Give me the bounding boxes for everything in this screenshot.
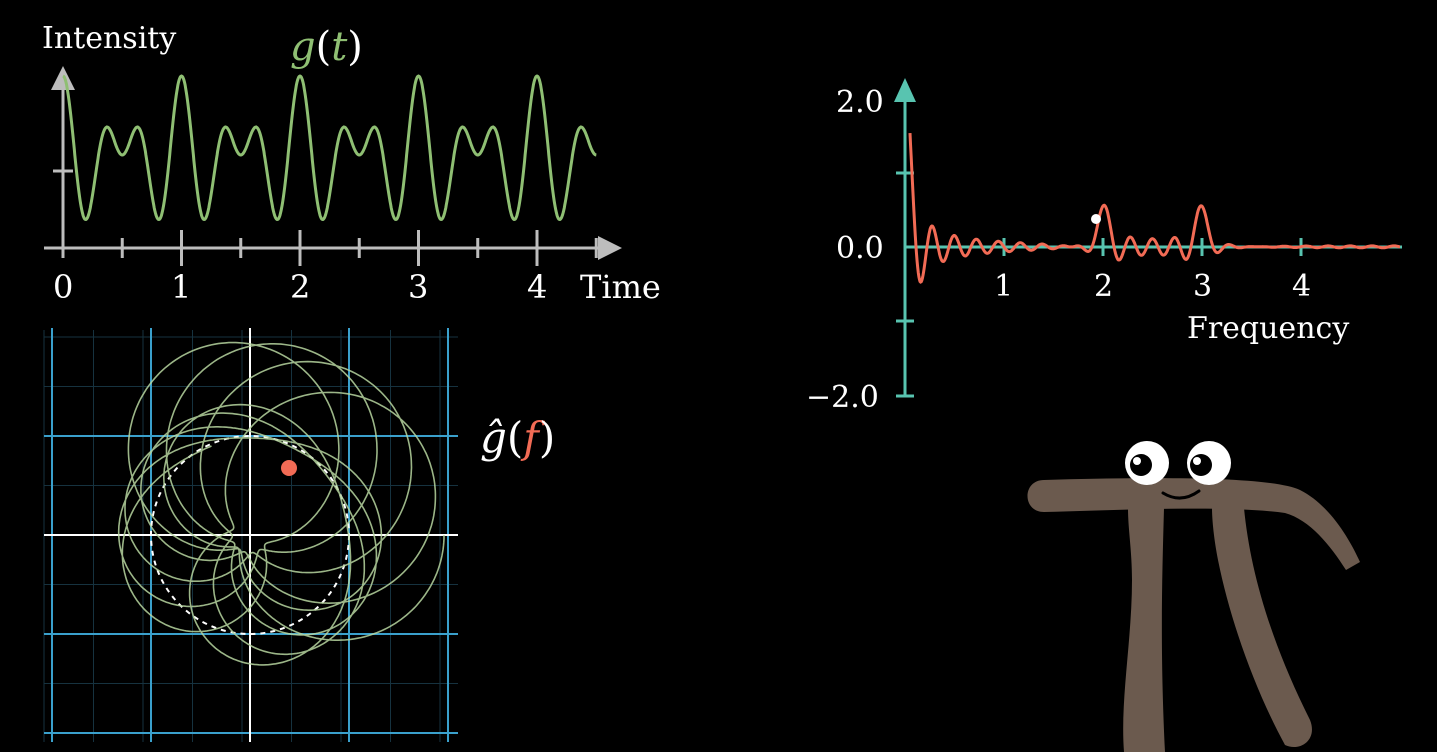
current-frequency-dot: [1091, 214, 1101, 224]
time-x-arrow-icon: [598, 236, 622, 260]
freq-y-tick-label-2: 2.0: [836, 85, 884, 120]
pi-creature-icon: [1027, 441, 1360, 752]
time-tick-3: 3: [408, 268, 428, 306]
time-plot: Intensity g(t) Time 0 1 2 3 4: [42, 21, 661, 306]
freq-y-arrow-icon: [894, 78, 916, 102]
time-tick-4: 4: [527, 268, 547, 306]
freq-y-tick-label-0: 0.0: [836, 231, 884, 266]
time-tick-1: 1: [171, 268, 191, 306]
right-eye-icon: [1187, 441, 1231, 485]
time-x-ticks: [120, 230, 598, 266]
t-variable: t: [331, 24, 348, 70]
g-t-title: g(t): [290, 24, 363, 70]
pi-right-leg: [1212, 508, 1312, 748]
intensity-label: Intensity: [42, 21, 176, 56]
time-label: Time: [580, 268, 661, 306]
winding-plane: ĝ(f): [43, 328, 555, 742]
freq-tick-2: 2: [1094, 269, 1113, 304]
frequency-label: Frequency: [1187, 311, 1349, 346]
time-tick-0: 0: [53, 268, 73, 306]
g-function-name: g: [290, 24, 316, 70]
left-eye-icon: [1125, 441, 1169, 485]
freq-tick-3: 3: [1193, 269, 1212, 304]
freq-tick-1: 1: [994, 269, 1013, 304]
pi-smile: [1161, 489, 1201, 500]
pi-top-bar: [1027, 478, 1360, 570]
transform-curve: [908, 133, 1401, 284]
frequency-plot: 2.0 0.0 −2.0 1 2 3 4 Frequency: [806, 78, 1402, 415]
winding-curve: [117, 341, 445, 666]
pi-left-leg: [1123, 508, 1165, 752]
freq-tick-4: 4: [1292, 269, 1311, 304]
g-hat-function-name: ĝ: [480, 413, 507, 462]
g-hat-f-label: ĝ(f): [480, 413, 555, 462]
center-of-mass-dot: [281, 460, 297, 476]
signal-curve: [62, 74, 597, 222]
time-y-arrow-icon: [51, 66, 75, 90]
time-tick-2: 2: [290, 268, 310, 306]
freq-y-tick-label-neg2: −2.0: [806, 380, 879, 415]
